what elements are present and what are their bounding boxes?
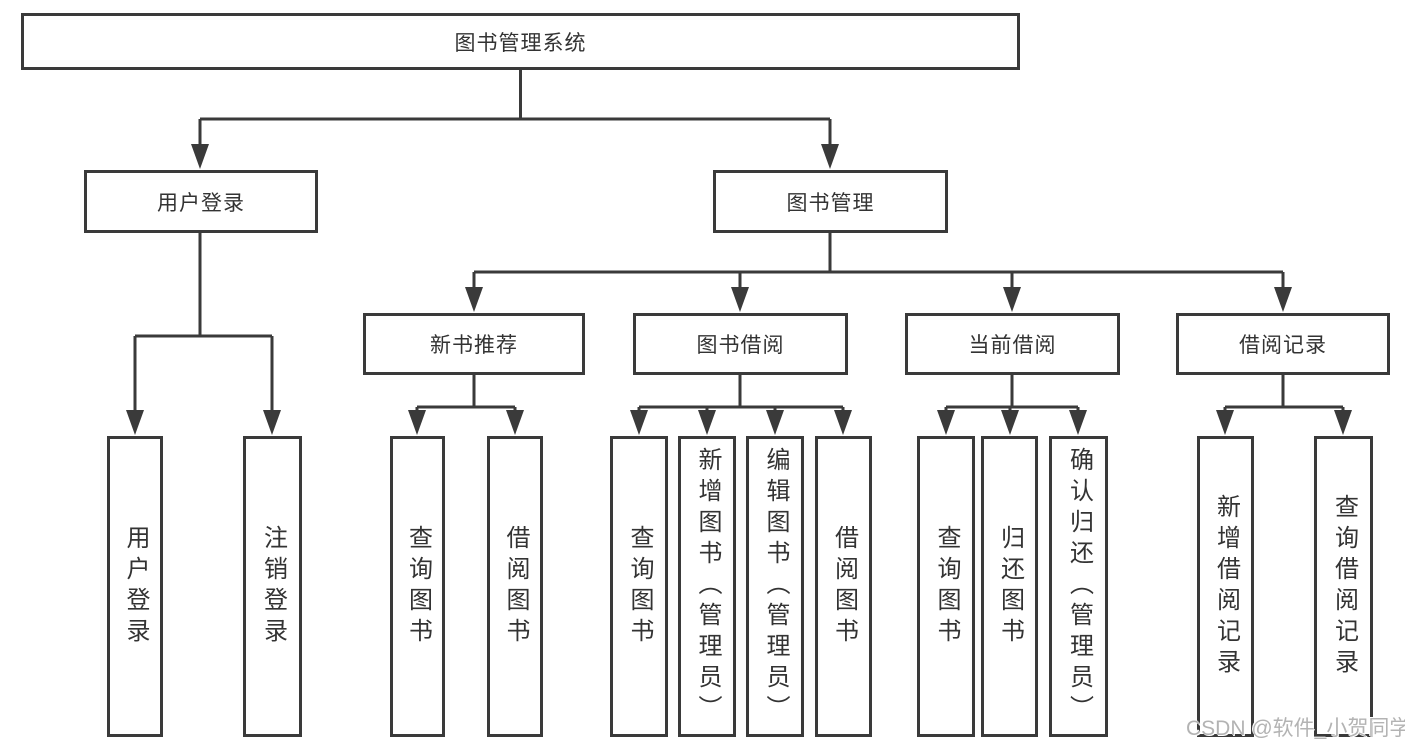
node-book-management-label: 图书管理 [786, 191, 875, 215]
arrowheads [126, 144, 1352, 435]
leaf-add-borrow-record: 新增借阅记录 [1197, 436, 1254, 737]
node-book-borrow-label: 图书借阅 [696, 334, 785, 357]
watermark: CSDN @软件_小贺同学 [1186, 717, 1405, 740]
leaf-return-books-label: 归还图书 [996, 524, 1024, 649]
node-new-book-recommend-label: 新书推荐 [430, 334, 518, 357]
leaf-add-books-admin-label: 新增图书（管理员） [694, 447, 721, 726]
node-user-login-label: 用户登录 [157, 191, 245, 215]
leaf-logout: 注销登录 [243, 436, 302, 737]
leaf-edit-books-admin-label: 编辑图书（管理员） [762, 447, 789, 726]
leaf-query-books-1: 查询图书 [390, 436, 445, 737]
node-current-borrow-label: 当前借阅 [968, 334, 1057, 357]
node-new-book-recommend: 新书推荐 [363, 313, 585, 375]
leaf-confirm-return-admin: 确认归还（管理员） [1049, 436, 1108, 737]
leaf-borrow-books-2: 借阅图书 [815, 436, 872, 737]
leaf-confirm-return-admin-label: 确认归还（管理员） [1065, 447, 1093, 726]
leaf-edit-books-admin: 编辑图书（管理员） [746, 436, 804, 737]
leaf-query-books-3-label: 查询图书 [933, 524, 960, 649]
leaf-query-books-1-label: 查询图书 [404, 524, 432, 649]
leaf-logout-label: 注销登录 [259, 524, 287, 649]
node-book-borrow: 图书借阅 [633, 313, 848, 375]
leaf-add-books-admin: 新增图书（管理员） [678, 436, 736, 737]
leaf-borrow-books-1: 借阅图书 [487, 436, 543, 737]
leaf-query-books-3: 查询图书 [917, 436, 975, 737]
leaf-return-books: 归还图书 [981, 436, 1038, 737]
leaf-borrow-books-1-label: 借阅图书 [502, 524, 529, 649]
node-book-management-branch: 图书管理 [713, 170, 948, 233]
leaf-borrow-books-2-label: 借阅图书 [830, 524, 858, 649]
leaf-user-login-label: 用户登录 [122, 524, 149, 649]
node-root-label: 图书管理系统 [454, 31, 587, 55]
node-root-system: 图书管理系统 [21, 13, 1020, 70]
leaf-query-books-2-label: 查询图书 [626, 524, 653, 649]
leaf-add-borrow-record-label: 新增借阅记录 [1212, 493, 1240, 680]
leaf-user-login: 用户登录 [107, 436, 163, 737]
node-current-borrow: 当前借阅 [905, 313, 1120, 375]
leaf-query-borrow-record: 查询借阅记录 [1314, 436, 1373, 737]
node-user-login-branch: 用户登录 [84, 170, 318, 233]
node-borrow-record: 借阅记录 [1176, 313, 1390, 375]
leaf-query-books-2: 查询图书 [610, 436, 668, 737]
node-borrow-record-label: 借阅记录 [1239, 334, 1327, 357]
leaf-query-borrow-record-label: 查询借阅记录 [1330, 493, 1358, 680]
